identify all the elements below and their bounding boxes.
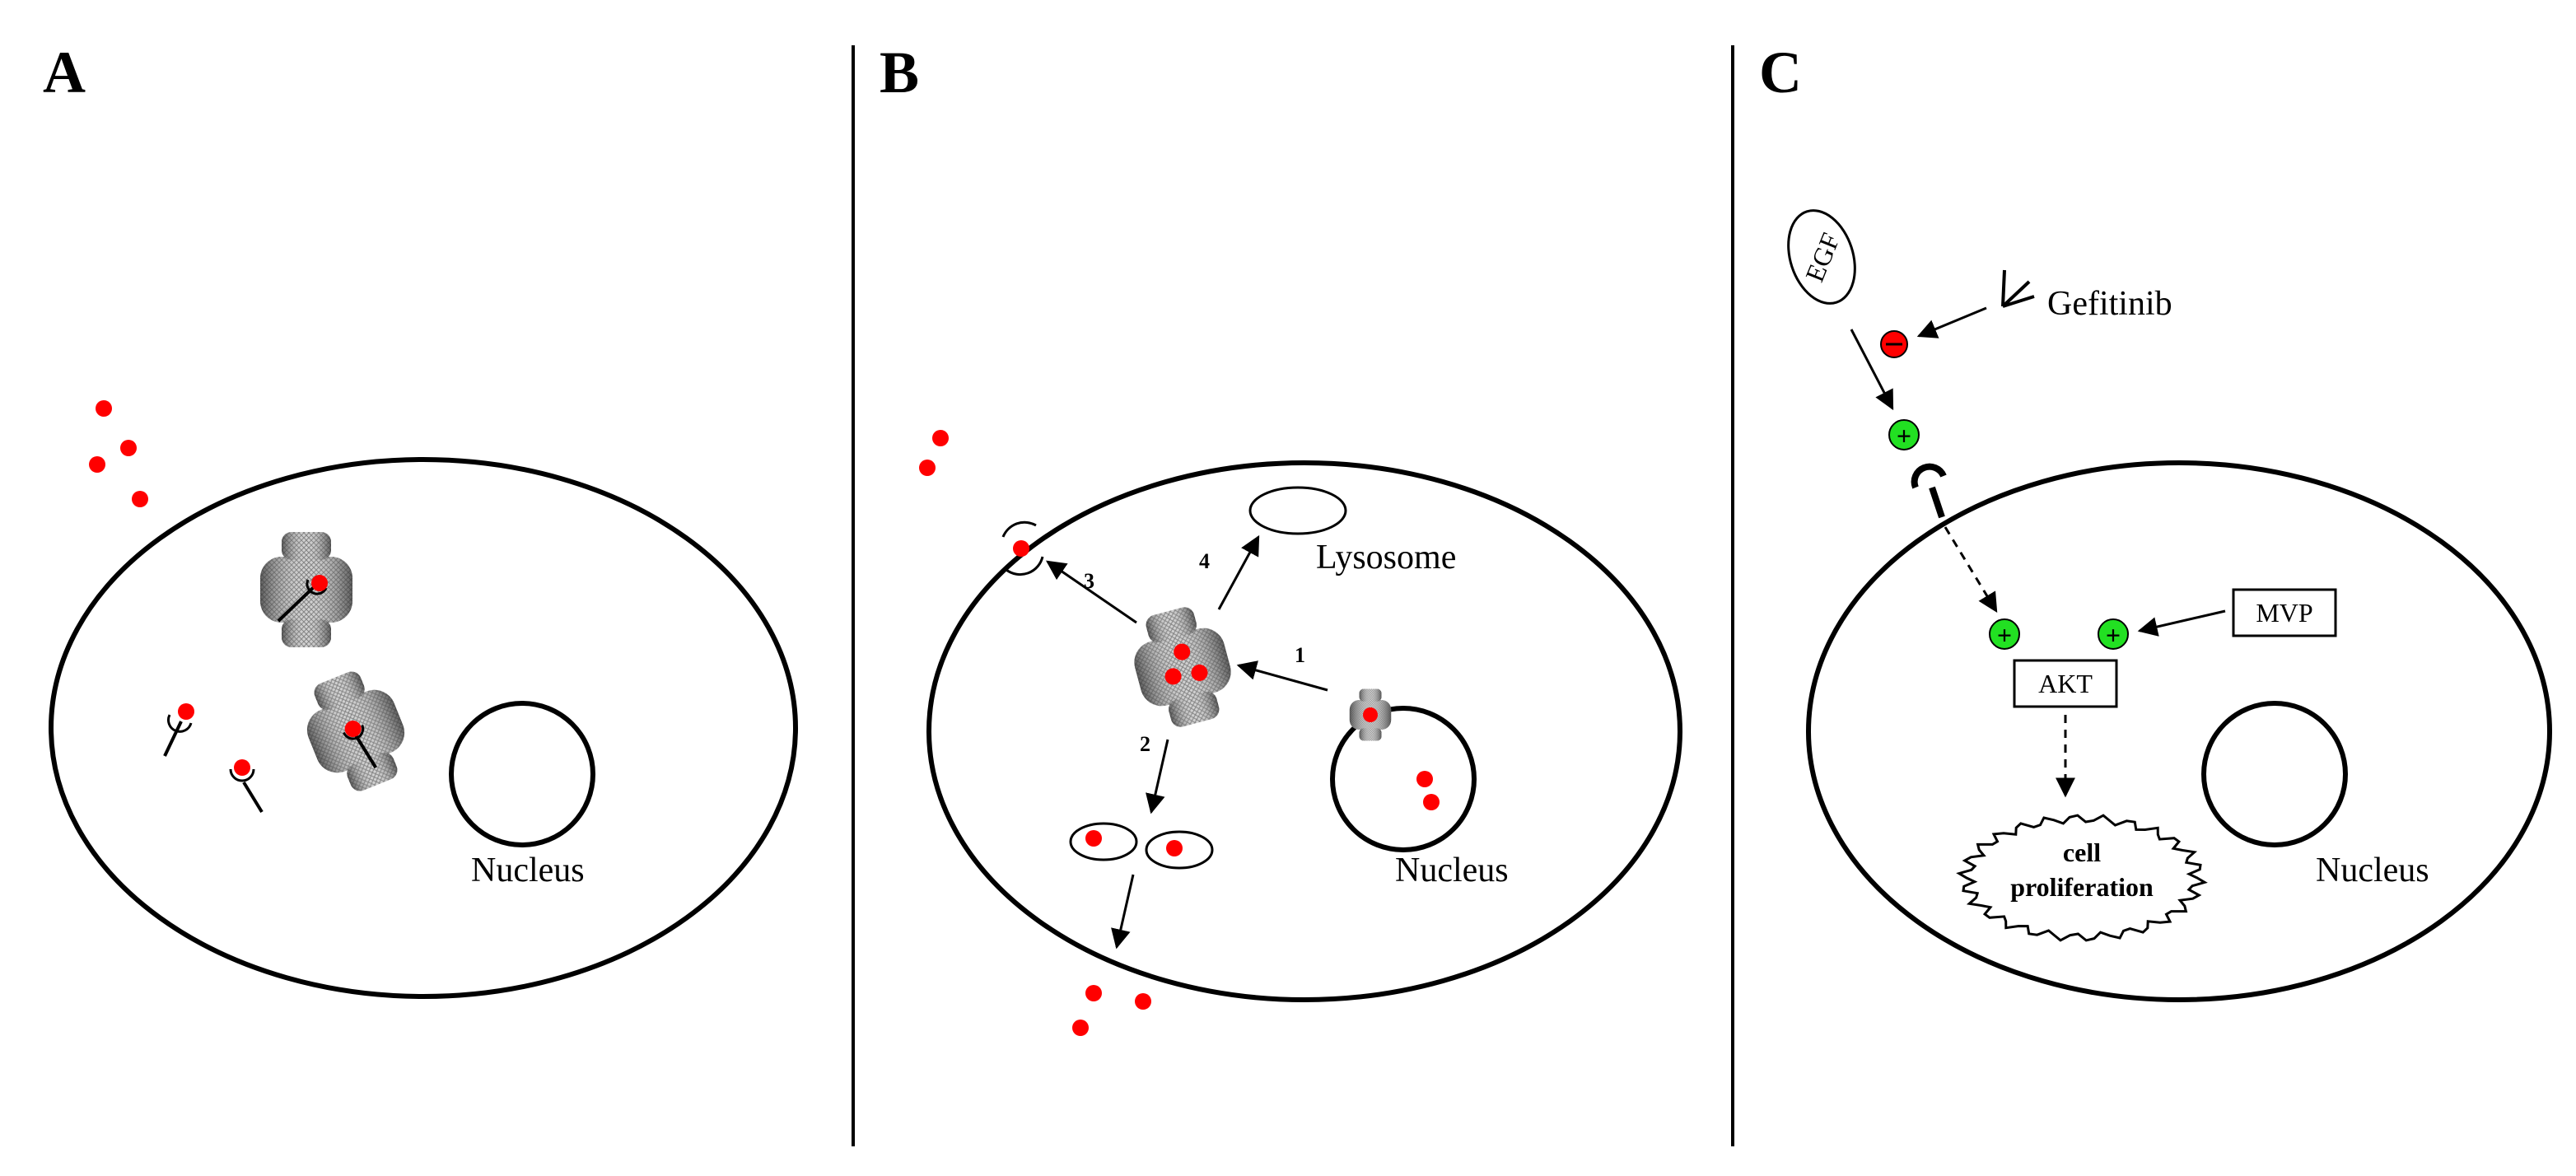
y-receptor-icon (163, 703, 194, 757)
y-receptor-icon (229, 759, 264, 814)
nucleus (449, 701, 595, 847)
red-dot-icon (96, 400, 112, 417)
red-dot-icon (1416, 771, 1433, 787)
egf-ligand (1787, 209, 1856, 305)
arrow-egfr-signal (1944, 526, 1998, 614)
arrow-mvp (2137, 609, 2226, 637)
lysosome (1248, 486, 1347, 535)
red-dot-icon (1135, 993, 1151, 1010)
plus-circle-icon: + (1989, 618, 2020, 650)
red-dot-icon (132, 491, 148, 507)
arrow-step-3 (1046, 560, 1137, 624)
vault-particle-icon (260, 532, 352, 647)
gefitinib-label: Gefitinib (2047, 285, 2172, 323)
arrow-gefitinib (1916, 306, 1987, 338)
vault-particle-icon (1349, 688, 1392, 741)
red-dot-icon (1085, 985, 1102, 1001)
gefitinib-icon (2001, 269, 2035, 308)
nucleus-label: Nucleus (471, 852, 585, 889)
svg-text:+: + (1997, 620, 2012, 650)
red-dot-icon (932, 430, 949, 446)
panel-b-letter: B (880, 40, 919, 105)
mvp-box (2232, 588, 2337, 637)
nucleus (1330, 706, 1477, 852)
egfr-receptor-icon (1911, 463, 1947, 519)
exocytosis-vesicle (1001, 520, 1044, 576)
arrow-step-2 (1146, 739, 1169, 814)
mvp-label: MVP (2256, 598, 2312, 628)
outcome-label-line1: cell (2063, 838, 2101, 867)
step-label-4: 4 (1199, 549, 1210, 573)
vesicle (1069, 822, 1138, 861)
panel-c-letter: C (1759, 40, 1802, 105)
red-dot-icon (1166, 840, 1183, 856)
outcome-label-line2: proliferation (2010, 872, 2154, 902)
red-dot-icon (1423, 794, 1440, 810)
nucleus-label: Nucleus (1395, 852, 1509, 889)
arrow-release (1111, 874, 1135, 950)
egf-label: EGF (1799, 229, 1846, 287)
plus-circle-icon: + (2098, 618, 2129, 650)
nucleus (2201, 701, 2348, 847)
red-dot-icon (120, 440, 137, 456)
step-label-3: 3 (1084, 569, 1094, 593)
arrow-step-4 (1217, 534, 1260, 610)
red-dot-icon (919, 460, 936, 476)
svg-text:+: + (2106, 620, 2121, 650)
red-dot-icon (1085, 830, 1102, 847)
cell-membrane (49, 457, 798, 999)
proliferation-cloud (1956, 814, 2208, 942)
step-label-2: 2 (1140, 732, 1150, 756)
panel-c: C Nucleus EGF Gefitinib + (1759, 40, 2552, 1002)
vault-particle-icon (291, 660, 421, 802)
vesicle (1145, 830, 1214, 870)
panel-a: A Nucleus (43, 40, 798, 999)
svg-text:+: + (1897, 421, 1911, 450)
panel-b: B Nucleus Lysosome (880, 40, 1682, 1036)
red-dot-icon (1072, 1020, 1089, 1036)
panel-a-letter: A (43, 40, 86, 105)
vault-particle-icon (1122, 599, 1243, 735)
step-label-1: 1 (1295, 643, 1305, 667)
arrow-egf (1850, 329, 1894, 411)
cell-membrane (926, 460, 1682, 1002)
akt-box (2013, 659, 2118, 708)
lysosome-label: Lysosome (1316, 539, 1456, 576)
cell-membrane (1806, 460, 2552, 1002)
akt-label: AKT (2038, 669, 2093, 698)
plus-circle-icon: + (1888, 419, 1920, 450)
nucleus-label: Nucleus (2316, 852, 2429, 889)
arrow-step-1 (1236, 660, 1328, 692)
minus-circle-icon (1880, 330, 1908, 358)
red-dot-icon (89, 456, 105, 473)
